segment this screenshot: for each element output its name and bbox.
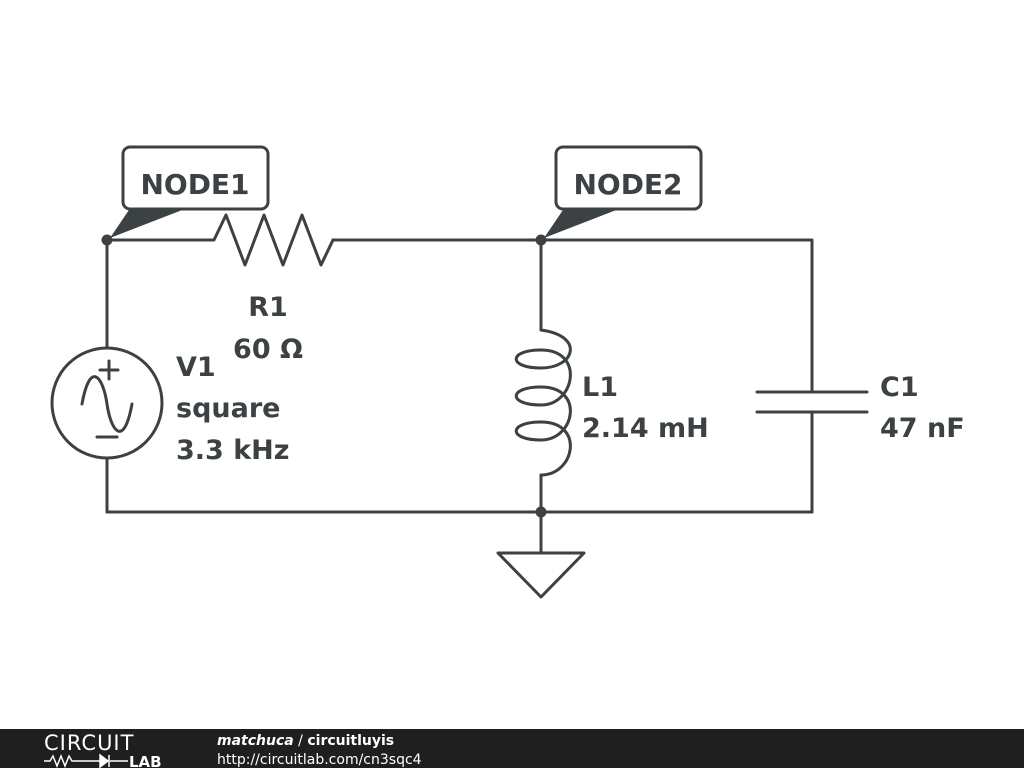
voltage-source-v1 <box>50 346 164 460</box>
junction-node1 <box>101 234 113 246</box>
sine-wave-icon <box>80 375 134 433</box>
junction-ground <box>535 506 547 518</box>
capacitor-gap <box>800 393 824 411</box>
ground-symbol <box>496 551 586 599</box>
v1-value: 3.3 kHz <box>176 435 290 466</box>
v1-type: square <box>176 393 280 424</box>
plus-sign-icon <box>98 359 120 381</box>
node2-label: NODE2 <box>573 168 682 201</box>
wire-top-right <box>331 238 814 514</box>
node1-label: NODE1 <box>140 168 249 201</box>
l1-name: L1 <box>582 372 618 403</box>
junction-node2 <box>535 234 547 246</box>
node1-tag[interactable]: NODE1 <box>110 145 270 238</box>
inductor-l1 <box>514 328 572 477</box>
r1-name: R1 <box>248 292 288 323</box>
footer-url-link[interactable]: http://circuitlab.com/cn3sqc4 <box>217 752 422 768</box>
capacitor-c1 <box>755 390 869 414</box>
node2-tag[interactable]: NODE2 <box>544 145 703 238</box>
resistor-r1 <box>203 213 335 267</box>
r1-value: 60 Ω <box>233 334 303 365</box>
c1-name: C1 <box>880 372 919 403</box>
footer-project[interactable]: circuitluyis <box>307 733 394 749</box>
footer-separator: / <box>294 733 308 749</box>
logo-circuit-text: CIRCUIT <box>44 731 134 755</box>
logo-lab-text: LAB <box>129 753 162 768</box>
c1-value: 47 nF <box>880 413 965 444</box>
footer-bar: CIRCUIT LAB matchuca / circuitluyis http… <box>0 729 1024 768</box>
v1-name: V1 <box>176 352 216 383</box>
footer-user[interactable]: matchuca <box>217 733 294 749</box>
l1-value: 2.14 mH <box>582 413 709 444</box>
logo-resistor-icon <box>44 753 128 768</box>
footer-credit: matchuca / circuitluyis <box>217 733 394 749</box>
